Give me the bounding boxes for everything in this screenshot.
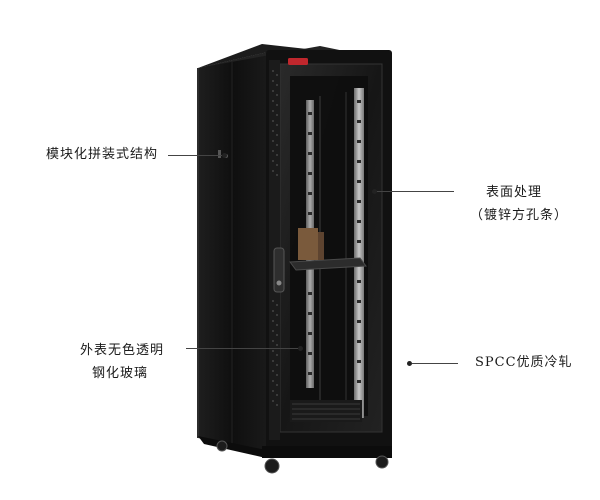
cabinet-shelf	[289, 257, 367, 271]
door-handle	[273, 247, 285, 293]
leader-dot-glass	[298, 346, 303, 351]
cabinet-side-panel	[198, 52, 268, 452]
leader-line-modular	[168, 155, 222, 156]
label-spcc-material: SPCC优质冷轧	[475, 355, 573, 370]
label-modular-structure: 模块化拼装式结构	[46, 147, 159, 162]
perforation-pattern	[272, 70, 278, 406]
brand-logo-badge	[288, 58, 308, 65]
leader-dot-modular	[222, 153, 227, 158]
leader-dot-surface	[372, 189, 377, 194]
label-tempered-glass-line2: 钢化玻璃	[92, 366, 149, 381]
cabinet-base	[262, 446, 392, 458]
caster-wheels	[216, 440, 389, 474]
label-tempered-glass-line1: 外表无色透明	[80, 343, 165, 358]
rail-front-right	[354, 88, 364, 418]
label-galvanized-rail: （镀锌方孔条）	[470, 208, 569, 223]
shelf-item-box	[298, 228, 318, 260]
leader-dot-material	[407, 361, 412, 366]
leader-line-material	[412, 363, 458, 364]
leader-line-glass	[186, 348, 298, 349]
leader-line-surface	[376, 191, 454, 192]
label-surface-treatment: 表面处理	[486, 185, 543, 200]
